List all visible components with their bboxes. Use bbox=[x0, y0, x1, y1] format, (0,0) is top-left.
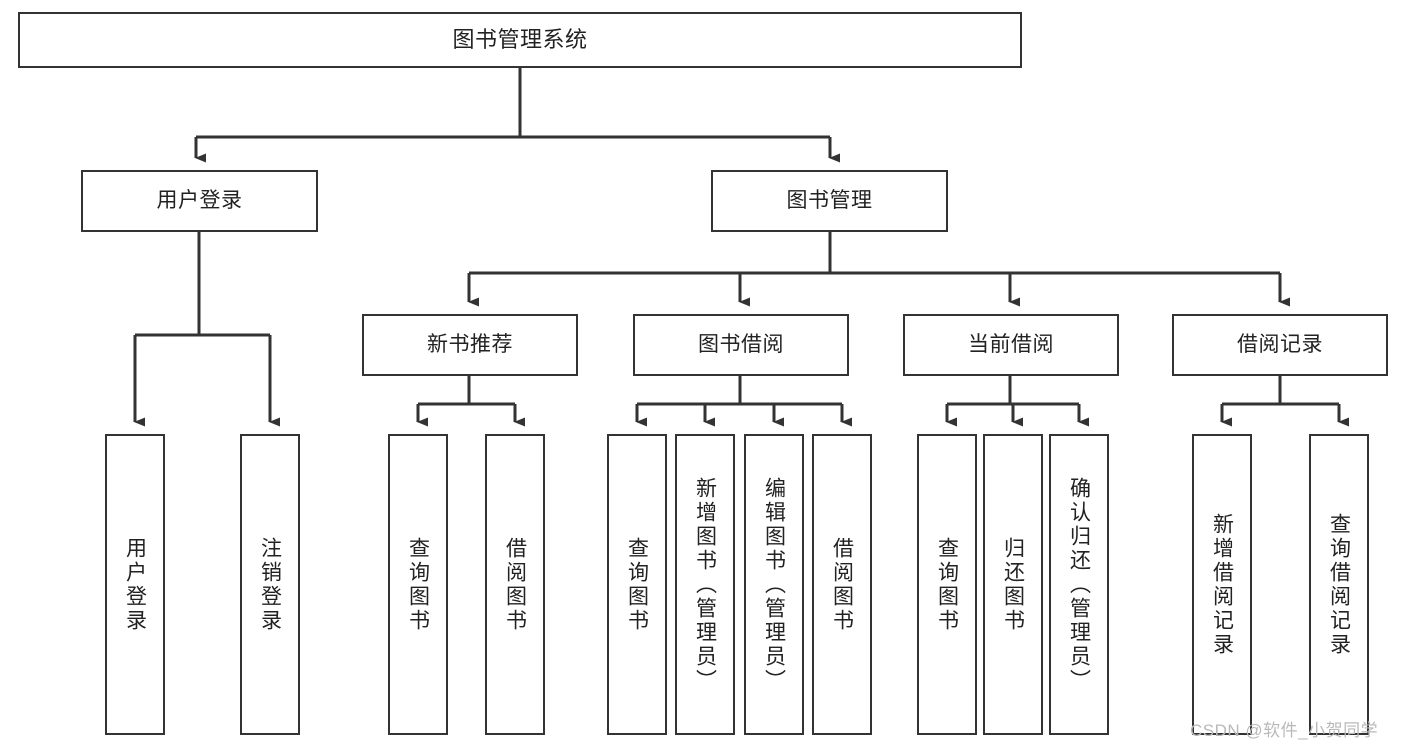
leaf-current-confirm-return-label: 确认归还（管理员） bbox=[1067, 476, 1091, 693]
leaf-user-login-logout[interactable]: 注销登录 bbox=[240, 434, 300, 735]
leaf-record-add-label: 新增借阅记录 bbox=[1210, 512, 1234, 657]
leaf-borrow-add-book[interactable]: 新增图书（管理员） bbox=[675, 434, 735, 735]
connector-current-to-leaves bbox=[945, 376, 1089, 427]
leaf-borrow-query-label: 查询图书 bbox=[625, 536, 649, 633]
leaf-borrow-edit-book[interactable]: 编辑图书（管理员） bbox=[744, 434, 804, 735]
node-current-borrow-label: 当前借阅 bbox=[968, 333, 1054, 357]
leaf-current-return-label: 归还图书 bbox=[1001, 536, 1025, 633]
leaf-borrow-edit-book-label: 编辑图书（管理员） bbox=[762, 476, 786, 693]
leaf-user-login-login[interactable]: 用户登录 bbox=[105, 434, 165, 735]
node-book-borrow[interactable]: 图书借阅 bbox=[633, 314, 849, 376]
node-new-book-recommend-label: 新书推荐 bbox=[427, 333, 513, 357]
leaf-new-book-query-label: 查询图书 bbox=[406, 536, 430, 633]
leaf-user-login-login-label: 用户登录 bbox=[123, 536, 147, 633]
leaf-current-return[interactable]: 归还图书 bbox=[983, 434, 1043, 735]
node-book-management-label: 图书管理 bbox=[786, 189, 873, 213]
leaf-current-confirm-return[interactable]: 确认归还（管理员） bbox=[1049, 434, 1109, 735]
node-borrow-record-label: 借阅记录 bbox=[1237, 333, 1323, 357]
leaf-borrow-borrow-book[interactable]: 借阅图书 bbox=[812, 434, 872, 735]
connector-borrow-to-leaves bbox=[635, 376, 852, 427]
leaf-borrow-add-book-label: 新增图书（管理员） bbox=[693, 476, 717, 693]
node-current-borrow[interactable]: 当前借阅 bbox=[903, 314, 1119, 376]
connector-record-to-leaves bbox=[1220, 376, 1349, 427]
leaf-record-query[interactable]: 查询借阅记录 bbox=[1309, 434, 1369, 735]
node-borrow-record[interactable]: 借阅记录 bbox=[1172, 314, 1388, 376]
leaf-current-query[interactable]: 查询图书 bbox=[917, 434, 977, 735]
connector-newbook-to-leaves bbox=[416, 376, 525, 427]
leaf-new-book-borrow-label: 借阅图书 bbox=[503, 536, 527, 633]
leaf-record-add[interactable]: 新增借阅记录 bbox=[1192, 434, 1252, 735]
node-book-borrow-label: 图书借阅 bbox=[698, 333, 784, 357]
leaf-new-book-query[interactable]: 查询图书 bbox=[388, 434, 448, 735]
connector-bookmgmt-to-level3 bbox=[467, 232, 1290, 307]
leaf-borrow-borrow-book-label: 借阅图书 bbox=[830, 536, 854, 633]
leaf-user-login-logout-label: 注销登录 bbox=[258, 536, 282, 633]
node-book-management[interactable]: 图书管理 bbox=[711, 170, 948, 232]
leaf-current-query-label: 查询图书 bbox=[935, 536, 959, 633]
node-new-book-recommend[interactable]: 新书推荐 bbox=[362, 314, 578, 376]
node-user-login[interactable]: 用户登录 bbox=[81, 170, 318, 232]
node-user-login-label: 用户登录 bbox=[156, 189, 243, 213]
node-root-label: 图书管理系统 bbox=[452, 26, 588, 52]
leaf-new-book-borrow[interactable]: 借阅图书 bbox=[485, 434, 545, 735]
connector-userlogin-to-leaves bbox=[133, 232, 280, 427]
connector-root-to-level2 bbox=[194, 68, 840, 163]
node-root[interactable]: 图书管理系统 bbox=[18, 12, 1022, 68]
leaf-borrow-query[interactable]: 查询图书 bbox=[607, 434, 667, 735]
leaf-record-query-label: 查询借阅记录 bbox=[1327, 512, 1351, 657]
